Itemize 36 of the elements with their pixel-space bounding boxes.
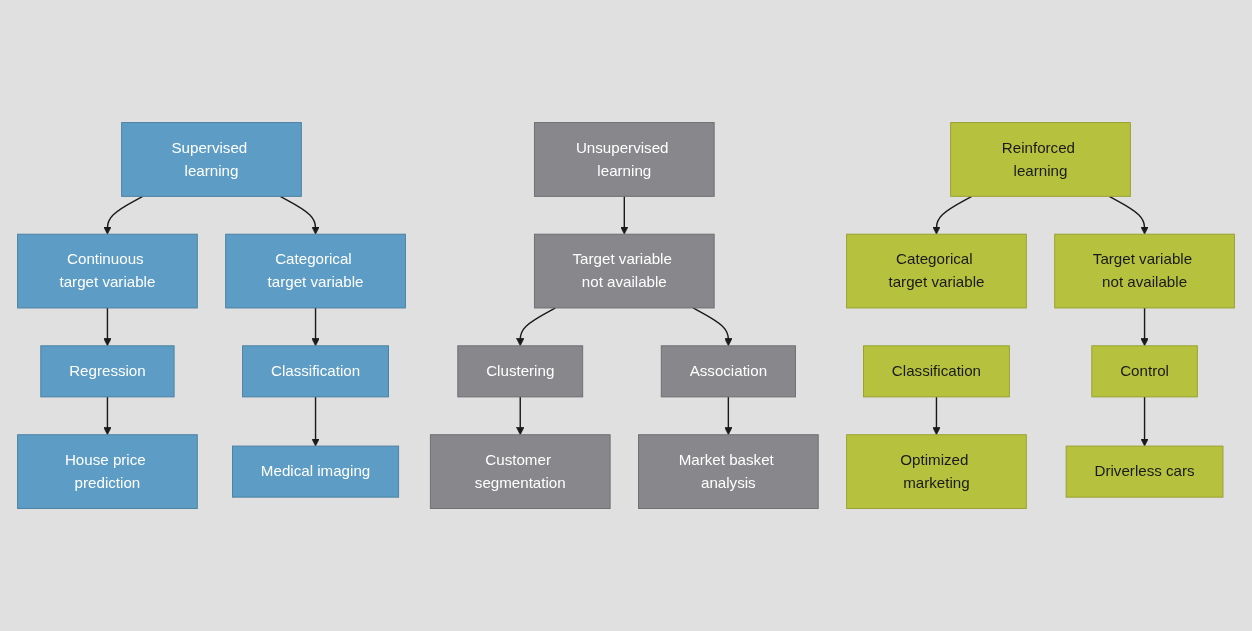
- arrow: [932, 396, 941, 436]
- arrow: [311, 396, 320, 447]
- arrow: [932, 195, 973, 235]
- node-box: Regression: [40, 345, 175, 398]
- node-box: Classification: [242, 345, 389, 398]
- arrow: [516, 307, 557, 347]
- node-box: Reinforced learning: [950, 122, 1131, 197]
- arrow: [1108, 195, 1149, 235]
- arrow: [692, 307, 733, 347]
- arrow: [1140, 307, 1149, 347]
- node-box: Target variable not available: [533, 233, 715, 309]
- node-box: Categorical target variable: [225, 233, 406, 309]
- arrow: [311, 307, 320, 347]
- node-box: Medical imaging: [232, 445, 400, 498]
- node-box: Driverless cars: [1065, 445, 1224, 498]
- arrow: [279, 195, 320, 235]
- node-box: Clustering: [457, 345, 584, 398]
- arrow: [103, 396, 112, 436]
- node-box: Categorical target variable: [846, 233, 1027, 309]
- node-box: Market basket analysis: [638, 434, 819, 509]
- arrow: [620, 195, 629, 235]
- arrow: [516, 396, 525, 436]
- arrow: [103, 195, 144, 235]
- node-box: Supervised learning: [121, 122, 302, 197]
- node-box: Target variable not available: [1054, 233, 1235, 309]
- arrow: [103, 307, 112, 347]
- node-box: Optimized marketing: [846, 434, 1027, 509]
- node-box: House price prediction: [17, 434, 198, 509]
- node-box: Association: [660, 345, 796, 398]
- node-box: Continuous target variable: [17, 233, 198, 309]
- node-box: Unsupervised learning: [533, 122, 715, 197]
- node-box: Customer segmentation: [429, 434, 611, 509]
- node-box: Control: [1091, 345, 1198, 398]
- arrow: [1140, 396, 1149, 447]
- node-box: Classification: [863, 345, 1010, 398]
- arrow: [724, 396, 733, 436]
